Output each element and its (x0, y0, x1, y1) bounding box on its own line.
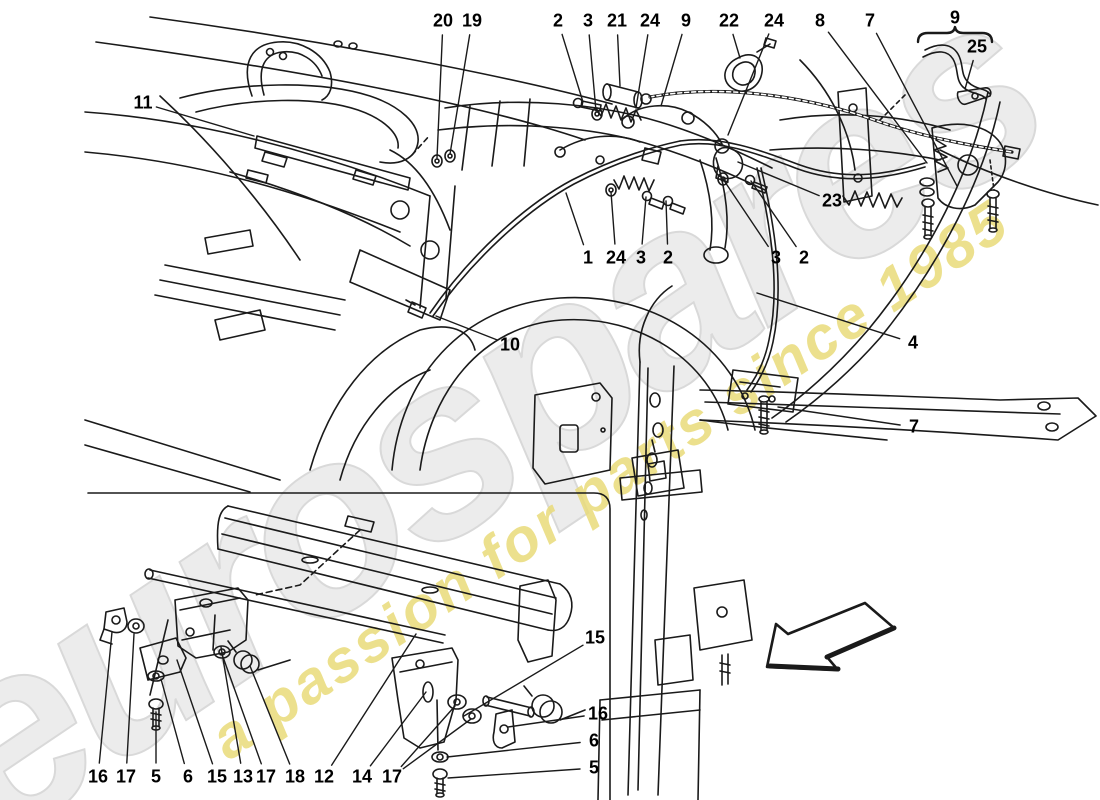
top-right-parts (879, 25, 994, 121)
leader-line (98, 631, 113, 764)
leader-line (160, 678, 186, 765)
callout-9: 9 (680, 10, 692, 31)
latch-bracket (532, 382, 685, 497)
callout-6: 6 (182, 766, 194, 787)
callout-13: 13 (232, 766, 254, 787)
callout-22: 22 (718, 10, 740, 31)
callout-10: 10 (499, 334, 521, 355)
callout-9: 9 (949, 7, 961, 28)
callout-24: 24 (605, 247, 627, 268)
callout-24: 24 (763, 10, 785, 31)
leader-line (176, 659, 214, 765)
leader-line (435, 315, 498, 341)
callout-25: 25 (966, 36, 988, 57)
callout-5: 5 (150, 766, 162, 787)
callout-14: 14 (351, 766, 373, 787)
leader-line (737, 161, 820, 197)
callout-11: 11 (133, 92, 153, 113)
callout-24: 24 (639, 10, 661, 31)
fastener-cluster-left (99, 587, 291, 731)
leader-line (722, 178, 769, 248)
cables (405, 89, 1021, 393)
leader-line (635, 34, 649, 109)
callout-12: 12 (313, 766, 335, 787)
callout-5: 5 (588, 757, 600, 778)
callout-7: 7 (908, 416, 920, 437)
leader-line (756, 292, 901, 340)
leader-line (565, 192, 585, 246)
callout-17: 17 (255, 766, 277, 787)
callout-8: 8 (814, 10, 826, 31)
callout-15: 15 (206, 766, 228, 787)
leader-line (561, 33, 584, 103)
strip-part-11 (245, 134, 456, 191)
leader-line (641, 196, 647, 245)
leader-line (446, 741, 581, 758)
leader-line (660, 33, 683, 107)
callout-23: 23 (821, 190, 843, 211)
callout-6: 6 (588, 730, 600, 751)
leader-line (463, 644, 584, 717)
leader-line (447, 768, 581, 779)
callout-15: 15 (584, 627, 606, 648)
callout-16: 16 (87, 766, 109, 787)
callout-2: 2 (798, 247, 810, 268)
leader-line (330, 633, 417, 766)
leader-line (436, 34, 444, 159)
leader-line (369, 691, 427, 767)
leader-line (402, 718, 472, 770)
callout-20: 20 (432, 10, 454, 31)
callout-3: 3 (770, 247, 782, 268)
leader-line (449, 34, 471, 155)
leader-line (222, 656, 262, 765)
direction-arrow (765, 601, 897, 672)
callout-7: 7 (864, 10, 876, 31)
hoop-trim (246, 41, 333, 101)
callout-21: 21 (606, 10, 628, 31)
leader-line (665, 200, 669, 245)
callout-2: 2 (662, 247, 674, 268)
leader-line (727, 33, 770, 136)
callout-3: 3 (582, 10, 594, 31)
callout-4: 4 (907, 332, 919, 353)
leader-line (964, 59, 974, 90)
callout-2: 2 (552, 10, 564, 31)
leader-line (610, 191, 616, 245)
inset-panel-border (87, 492, 611, 800)
leader-line (249, 665, 291, 765)
leader-line (875, 32, 958, 187)
callout-17: 17 (381, 766, 403, 787)
callout-3: 3 (635, 247, 647, 268)
wheel-arch (391, 296, 756, 471)
body-edge (771, 59, 1099, 423)
roll-pillar-and-arm (597, 285, 1097, 800)
callout-1: 1 (582, 247, 594, 268)
leader-lines (98, 31, 974, 779)
leader-line (616, 34, 621, 87)
leader-line (777, 406, 901, 426)
leader-line (827, 31, 928, 164)
leader-line (126, 633, 135, 764)
callout-16: 16 (587, 703, 609, 724)
rear-deck-lines (84, 16, 613, 493)
leader-line (588, 34, 597, 112)
leader-line (732, 33, 741, 59)
callout-18: 18 (284, 766, 306, 787)
leader-line (507, 715, 585, 728)
leader-line (155, 106, 255, 137)
leader-line (220, 646, 242, 764)
callout-19: 19 (461, 10, 483, 31)
callout-17: 17 (115, 766, 137, 787)
leader-line (750, 180, 797, 248)
sill-assembly (144, 505, 586, 724)
cable-plate (727, 369, 799, 435)
leader-line (400, 705, 456, 768)
